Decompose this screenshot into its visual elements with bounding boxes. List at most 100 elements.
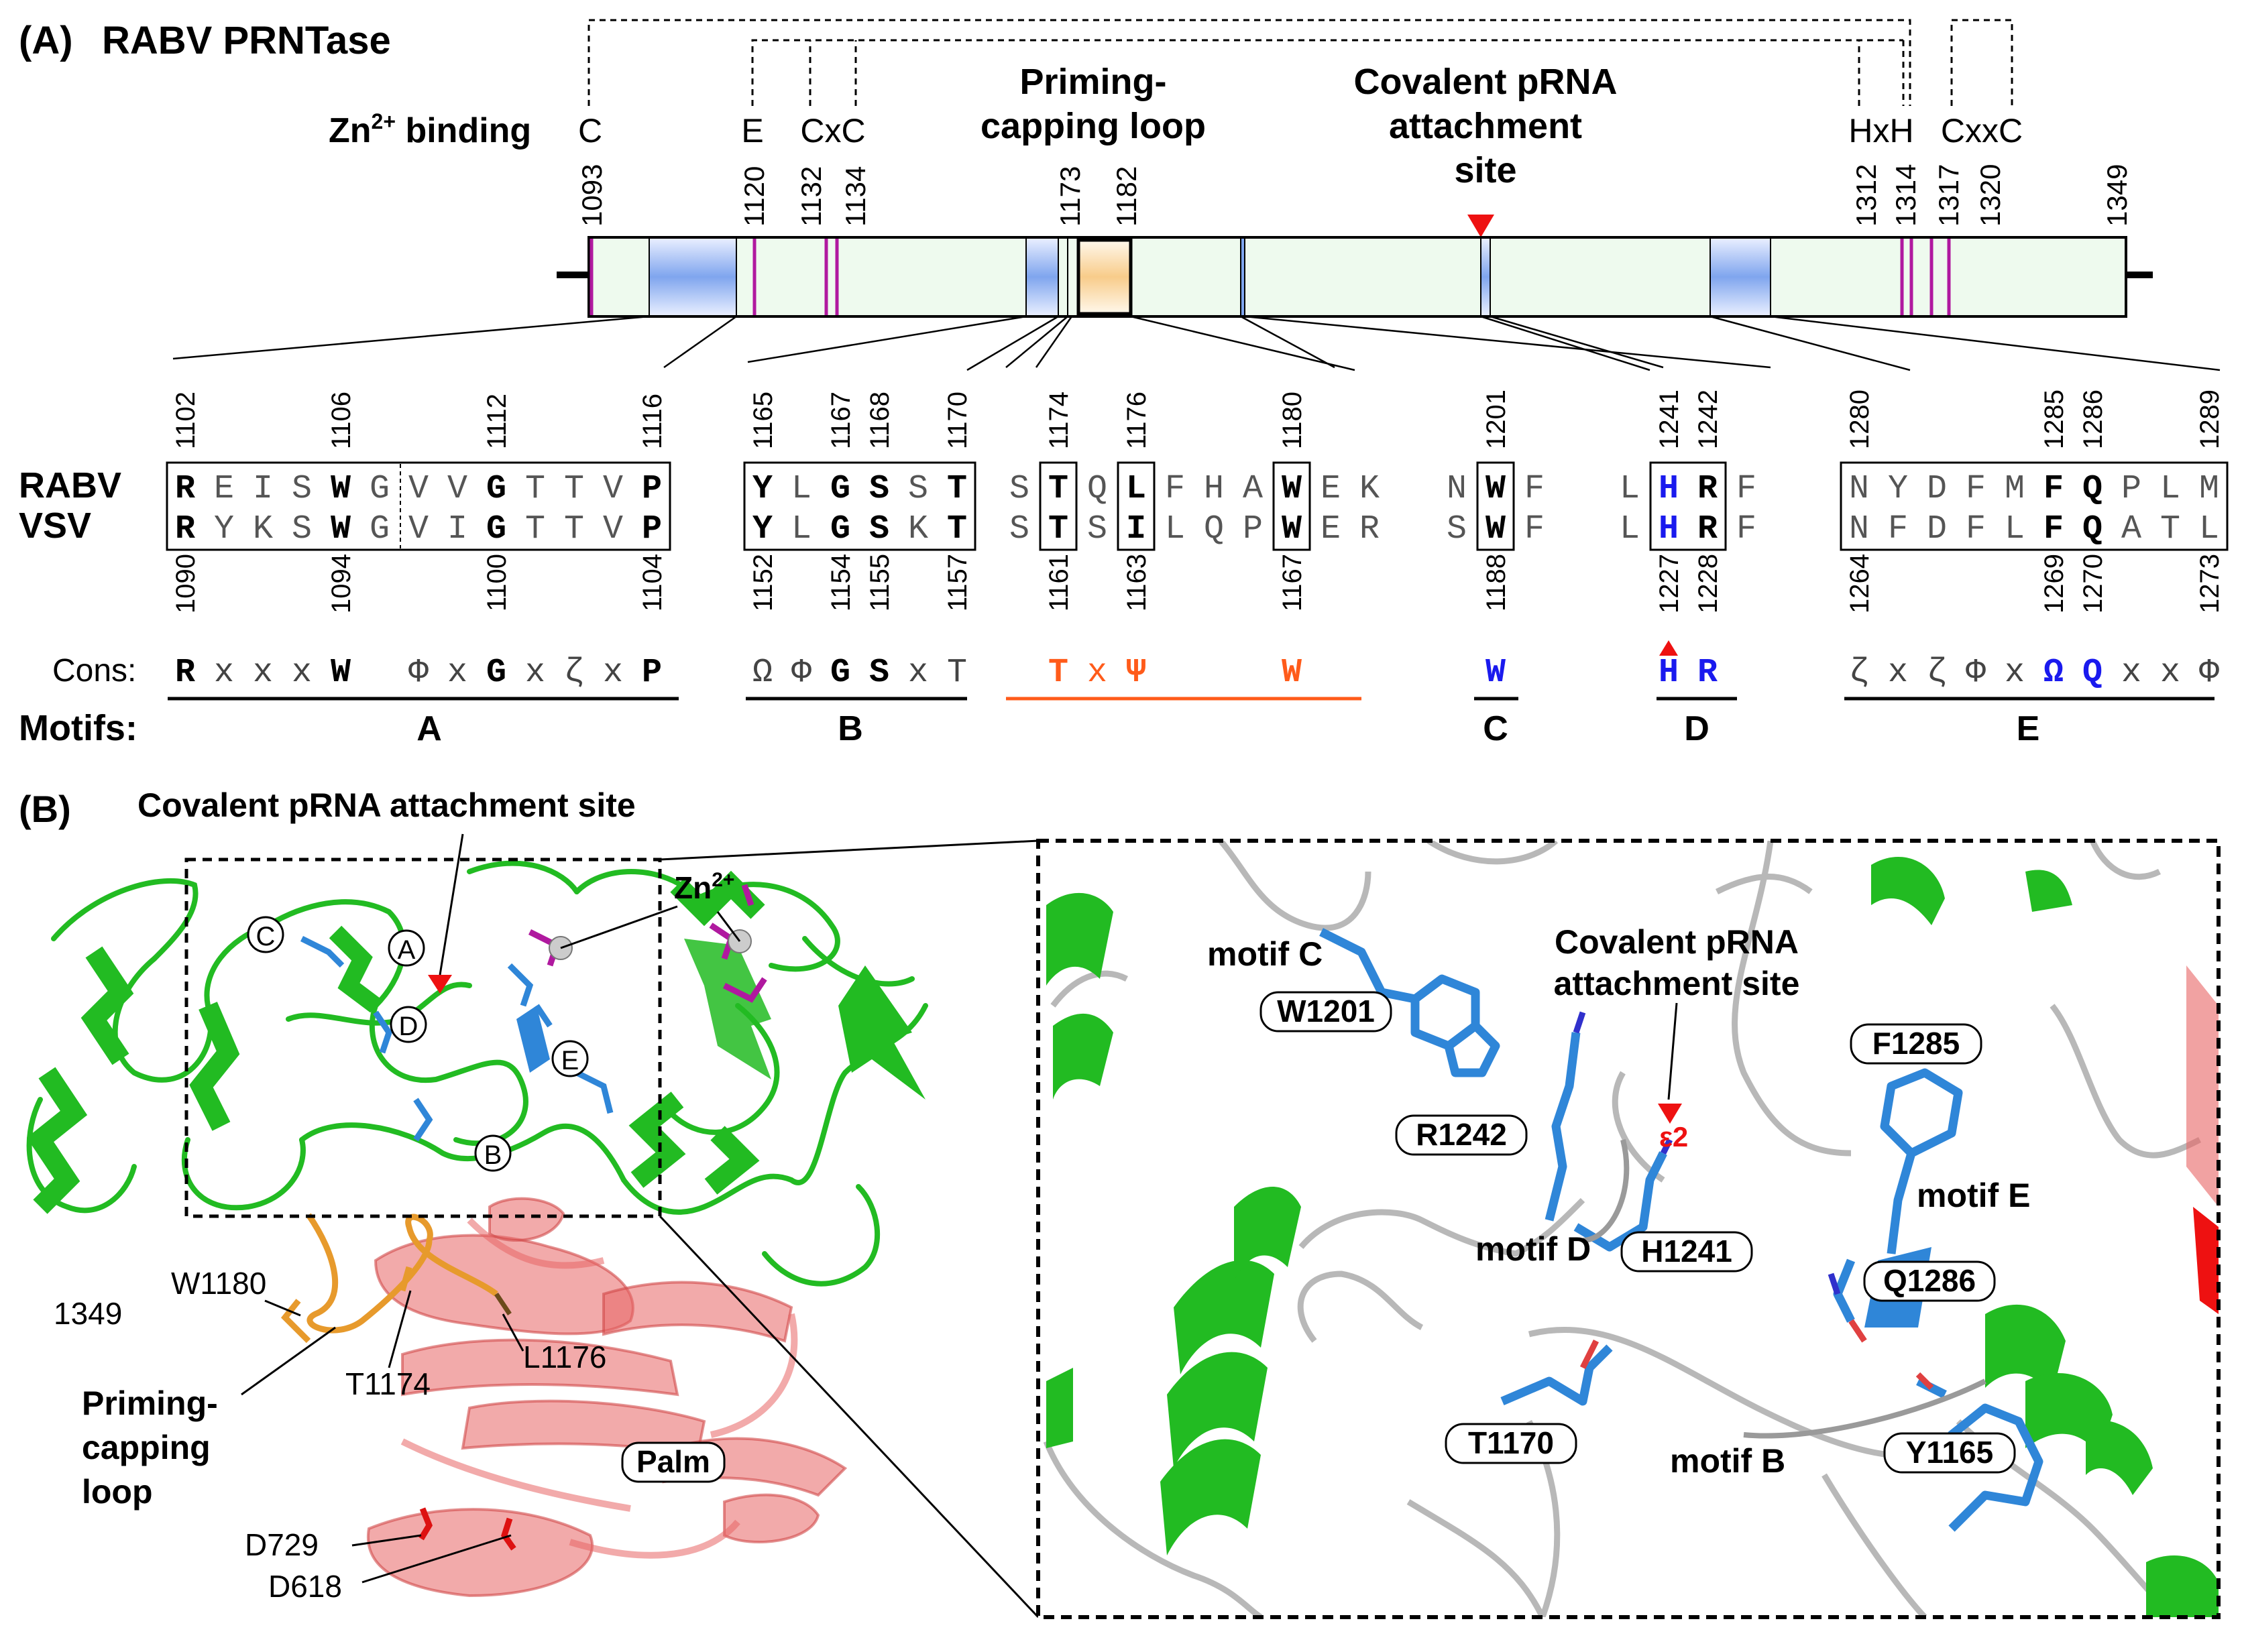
zoom-residue-labels: W1201 R1242 H1241 F1285 Q1286 T1170 Y116… bbox=[1259, 991, 2016, 1474]
cons-a-5: Φ bbox=[408, 654, 429, 692]
bar-pos-1349: 1349 bbox=[2101, 164, 2133, 227]
mapping-lines bbox=[172, 315, 2221, 371]
seq-vsv-l-4: L bbox=[1165, 510, 1185, 548]
num-top-d-1: 1242 bbox=[1693, 390, 1723, 449]
seq-rabv-a-12: P bbox=[642, 470, 662, 508]
num-bot-d-0: 1227 bbox=[1655, 554, 1684, 613]
seq-vsv-a-9: T bbox=[525, 510, 545, 548]
panel-a-label: (A) bbox=[19, 19, 73, 62]
motif-e-region bbox=[1710, 239, 1771, 315]
seq-vsv-a-7: I bbox=[447, 510, 467, 548]
num-bot-e-3: 1273 bbox=[2195, 554, 2225, 613]
cons-a-10: x bbox=[603, 654, 623, 692]
zoom-inset: motif C motif D motif E motif B Covalent… bbox=[1036, 839, 2221, 1619]
priming-loop-cartoon bbox=[280, 1213, 498, 1344]
cons-d-0: H bbox=[1659, 654, 1679, 692]
zn-connectors bbox=[587, 19, 2013, 106]
motif-a-box-0 bbox=[166, 461, 671, 551]
num-bot-e-0: 1264 bbox=[1845, 554, 1874, 613]
bar-pos-1314: 1314 bbox=[1890, 164, 1921, 227]
motif-l-box-2 bbox=[1272, 461, 1311, 551]
motif-d-region bbox=[1481, 239, 1490, 315]
num-bot-b-1: 1154 bbox=[826, 554, 856, 611]
zoom-motif-d: motif D bbox=[1475, 1230, 1591, 1268]
seq-rabv-l-7: W bbox=[1282, 470, 1302, 508]
num-top-l-0: 1174 bbox=[1044, 392, 1074, 449]
seq-rabv-l-8: E bbox=[1321, 470, 1341, 508]
cons-e-0: ζ bbox=[1849, 654, 1869, 692]
cons-a-0: R bbox=[175, 654, 195, 692]
covalent-label-line2: attachment bbox=[1389, 106, 1582, 146]
cons-d-1: R bbox=[1697, 654, 1718, 692]
label-w1201: W1201 bbox=[1277, 994, 1375, 1028]
label-l1176: L1176 bbox=[523, 1340, 607, 1374]
cons-e-8: x bbox=[2160, 654, 2180, 692]
zoom-covalent-2: attachment site bbox=[1554, 965, 1800, 1002]
label-t1170: T1170 bbox=[1468, 1425, 1554, 1460]
seq-vsv-a-11: V bbox=[603, 510, 623, 548]
num-bot-a-2: 1100 bbox=[482, 554, 512, 611]
cons-l-0: T bbox=[1048, 654, 1068, 692]
seq-rabv-a-5: G bbox=[370, 470, 390, 508]
seq-vsv-a-4: W bbox=[331, 510, 351, 548]
seq-vsv-a-10: T bbox=[564, 510, 584, 548]
panel-a-title: RABV PRNTase bbox=[102, 19, 391, 62]
motif-circles: A B C D E bbox=[247, 916, 589, 1172]
num-top-e-3: 1289 bbox=[2195, 390, 2225, 449]
bar-pos-1320: 1320 bbox=[1974, 164, 2006, 227]
seq-rabv-b-0: Y bbox=[752, 470, 773, 508]
zoom-covalent-arrow bbox=[1658, 1104, 1682, 1124]
zoom-frame bbox=[1036, 839, 2221, 1619]
seq-rabv-a-6: V bbox=[408, 470, 429, 508]
seq-rabv-a-9: T bbox=[525, 470, 545, 508]
label-priming-3: loop bbox=[82, 1473, 153, 1511]
bar-pos-1132: 1132 bbox=[795, 166, 827, 227]
loop-label-line1: Priming- bbox=[1019, 62, 1166, 102]
seq-rabv-e-8: L bbox=[2160, 470, 2180, 508]
seq-rabv-l-2: Q bbox=[1087, 470, 1107, 508]
label-q1286: Q1286 bbox=[1883, 1263, 1976, 1298]
cons-e-2: ζ bbox=[1927, 654, 1947, 692]
seq-vsv-e-6: Q bbox=[2082, 510, 2103, 548]
seq-vsv-d-2: R bbox=[1697, 510, 1718, 548]
cons-a-11: P bbox=[642, 654, 662, 692]
motif-a-region bbox=[649, 239, 736, 315]
seq-vsv-d-3: F bbox=[1736, 510, 1756, 548]
seq-rabv-b-4: S bbox=[908, 470, 928, 508]
motif-l-box-1 bbox=[1117, 461, 1156, 551]
seq-rabv-e-3: F bbox=[1966, 470, 1986, 508]
seq-vsv-l-7: W bbox=[1282, 510, 1302, 548]
num-bot-l-1: 1163 bbox=[1122, 554, 1152, 611]
motif-e-box-0 bbox=[1840, 461, 2229, 551]
seq-vsv-e-7: A bbox=[2121, 510, 2141, 548]
seq-vsv-b-2: G bbox=[830, 510, 850, 548]
seq-rabv-l-4: F bbox=[1165, 470, 1185, 508]
seq-rabv-e-0: N bbox=[1849, 470, 1869, 508]
label-1349: 1349 bbox=[54, 1296, 122, 1331]
seq-vsv-a-2: K bbox=[253, 510, 273, 548]
seq-vsv-l-8: E bbox=[1321, 510, 1341, 548]
seq-rabv-a-1: E bbox=[214, 470, 234, 508]
panel-b: (B) Covalent pRNA attachment site Palm bbox=[19, 786, 2221, 1619]
label-w1180: W1180 bbox=[171, 1266, 266, 1301]
zn-residue-cxxc: CxxC bbox=[1941, 112, 2023, 150]
seq-rabv-b-5: T bbox=[947, 470, 967, 508]
cons-l-2: Ψ bbox=[1126, 654, 1146, 692]
num-bot-a-3: 1104 bbox=[638, 554, 667, 611]
num-bot-c-0: 1188 bbox=[1481, 554, 1511, 611]
seq-vsv-b-3: S bbox=[869, 510, 889, 548]
covalent-label-line3: site bbox=[1454, 150, 1516, 190]
num-top-e-2: 1286 bbox=[2078, 390, 2108, 449]
seq-rabv-e-9: M bbox=[2199, 470, 2219, 508]
row-label-rabv: RABV bbox=[19, 465, 121, 506]
num-top-e-0: 1280 bbox=[1845, 390, 1874, 449]
seq-rabv-a-8: G bbox=[486, 470, 506, 508]
num-top-l-1: 1176 bbox=[1122, 392, 1152, 449]
bar-pos-1173: 1173 bbox=[1054, 166, 1086, 227]
cons-b-4: x bbox=[908, 654, 928, 692]
seq-rabv-a-11: V bbox=[603, 470, 623, 508]
seq-vsv-l-5: Q bbox=[1204, 510, 1224, 548]
seq-rabv-b-3: S bbox=[869, 470, 889, 508]
